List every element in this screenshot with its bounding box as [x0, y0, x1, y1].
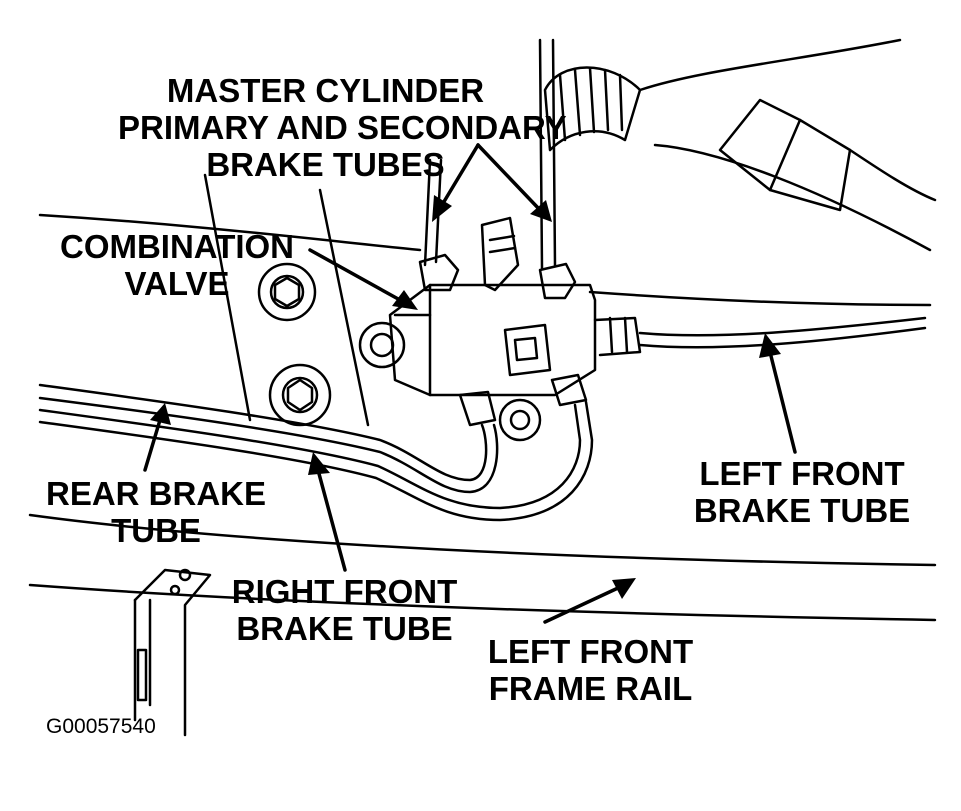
label-right-front-brake-tube: RIGHT FRONT BRAKE TUBE	[222, 573, 467, 647]
label-line: REAR BRAKE	[45, 475, 266, 512]
label-line: BRAKE TUBE	[693, 492, 911, 529]
valve-bottom-fittings	[458, 373, 588, 442]
label-line: LEFT FRONT	[487, 633, 694, 670]
arrow-right-front-brake-tube	[316, 468, 347, 572]
arrow-left-front-brake-tube	[768, 350, 797, 454]
label-rear-brake-tube: REAR BRAKE TUBE	[40, 475, 272, 549]
label-line: RIGHT FRONT	[231, 573, 458, 610]
arrow-combination-valve	[308, 248, 402, 302]
arrow-rear-brake-tube	[143, 418, 162, 472]
label-line: VALVE	[124, 265, 230, 302]
upper-hose-assembly	[543, 38, 937, 252]
label-left-front-frame-rail: LEFT FRONT FRAME RAIL	[478, 633, 703, 707]
label-line: BRAKE TUBES	[206, 146, 445, 183]
combination-valve-body	[358, 283, 642, 397]
label-line: LEFT FRONT	[699, 455, 905, 492]
label-line: PRIMARY AND SECONDARY	[118, 109, 567, 146]
label-line: COMBINATION	[59, 228, 295, 265]
frame-bracket	[133, 568, 212, 737]
left-front-brake-tube-line	[638, 316, 927, 349]
label-left-front-brake-tube: LEFT FRONT BRAKE TUBE	[688, 455, 916, 529]
figure-id: G00057540	[46, 715, 156, 738]
label-master-cylinder-tubes: MASTER CYLINDER PRIMARY AND SECONDARY BR…	[118, 72, 567, 183]
label-line: BRAKE TUBE	[236, 610, 453, 647]
label-combination-valve: COMBINATION VALVE	[52, 228, 302, 302]
master-cylinder-brake-tubes	[423, 38, 557, 270]
label-line: TUBE	[111, 512, 201, 549]
label-line: MASTER CYLINDER	[166, 72, 485, 109]
mounting-bolt-upper	[257, 262, 317, 322]
mounting-bolt-lower	[268, 363, 332, 427]
arrow-master-cylinder-right	[476, 143, 542, 212]
arrow-left-front-frame-rail	[543, 586, 620, 624]
arrow-master-cylinder-left	[440, 143, 480, 207]
leader-arrows	[143, 143, 797, 624]
label-line: FRAME RAIL	[488, 670, 693, 707]
valve-top-fittings	[418, 216, 577, 300]
frame-rail-outline	[28, 173, 937, 622]
arrow-heads	[150, 195, 781, 599]
